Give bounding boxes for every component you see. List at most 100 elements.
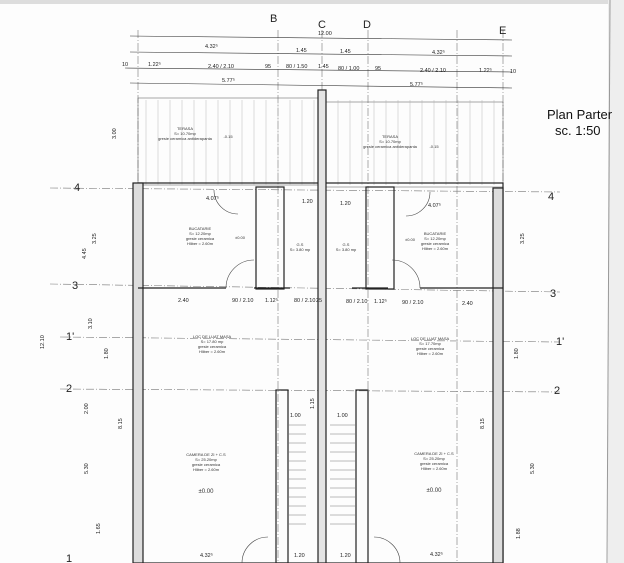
- label-text: S= 3.80 mp: [290, 247, 311, 252]
- walls: [132, 89, 504, 563]
- room-terasa-left: TERASA: [177, 126, 193, 131]
- axis-1p-right: 1': [556, 336, 564, 348]
- dim: 5.77⁵: [222, 77, 235, 84]
- pergola-slats: [145, 100, 495, 185]
- label-text: S= 25.20mp: [195, 457, 217, 462]
- axis-1p-left: 1': [66, 331, 74, 343]
- dim-right-180: 1.80: [514, 348, 520, 359]
- axis-b: B: [270, 13, 277, 25]
- dim-left-310: 3.10: [88, 318, 94, 329]
- label-text: 3.25: [92, 233, 98, 244]
- room-bucatarie-right: BUCATARIE: [424, 231, 447, 236]
- dim: 1.45: [318, 64, 329, 70]
- room-gs-left: G.S: [297, 242, 304, 247]
- room-bucatarie-left: BUCATARIE: [189, 226, 212, 231]
- paper-edge-line: [606, 0, 611, 563]
- axis-c: C: [318, 19, 326, 31]
- axis-1-left: 1: [66, 553, 72, 563]
- staircase: [288, 424, 356, 525]
- dim: 95: [375, 66, 381, 72]
- label-text: 3.25: [520, 233, 526, 244]
- label-text: Hliber = 2.60m: [187, 241, 214, 246]
- axis-e: E: [499, 25, 506, 37]
- dim: 2.40 / 2.10: [420, 68, 446, 74]
- dim: 1.22⁵: [148, 61, 161, 68]
- label-text: gresie ceramica: [192, 462, 221, 467]
- label-text: 5.30: [530, 463, 536, 474]
- label-text: Hliber = 2.60m: [421, 466, 448, 471]
- label-text: -0.15: [429, 144, 439, 149]
- dim-stairs-landing: 1.15: [310, 398, 316, 409]
- label-text: 5.30: [84, 463, 90, 474]
- dim: 1.22⁵: [479, 67, 492, 74]
- label-text: S= 10.70mp: [379, 139, 401, 144]
- label-text: 12.10: [40, 335, 46, 349]
- label-text: gresie ceramica: [416, 346, 445, 351]
- axis-labels: B C D E 4 4 3 3 1' 1' 2 2 1: [66, 13, 564, 563]
- label-text: gresie ceramica antiderapanta: [363, 144, 418, 149]
- dim-left-180: 1.80: [104, 348, 110, 359]
- axis-4-right: 4: [548, 191, 554, 203]
- scan-edge: [0, 0, 624, 4]
- paper-fold: [608, 0, 624, 563]
- dim-right-188: 1.88: [516, 528, 522, 539]
- label-text: 80 / 2.10: [294, 298, 315, 304]
- label-text: 2.40: [178, 298, 189, 304]
- room-masa-left: LOC DE LUAT MASA: [193, 334, 232, 339]
- label-text: S= 12.20mp: [189, 231, 211, 236]
- label-text: S= 25.20mp: [423, 456, 445, 461]
- dim: 95: [265, 64, 271, 70]
- dim: 2.40 / 2.10: [208, 64, 234, 70]
- dim: 80 / 1.00: [338, 66, 359, 72]
- axis-2-right: 2: [554, 385, 560, 397]
- label-text: gresie ceramica: [420, 461, 449, 466]
- label-text: gresie ceramica: [421, 241, 450, 246]
- label-text: 4.07⁵: [206, 195, 219, 202]
- room-labels: TERASA S= 10.70mp gresie ceramica antide…: [158, 126, 454, 495]
- room-camera-right: CAMERA DE ZI + C.S: [414, 451, 454, 456]
- room-masa-right: LOC DE LUAT MASA: [411, 336, 450, 341]
- dim-total: 12.00: [318, 31, 332, 37]
- dim: 4.32⁵: [205, 43, 218, 50]
- label-text: 1.20: [302, 199, 313, 205]
- label-text: gresie ceramica: [198, 344, 227, 349]
- label-text: 90 / 2.10: [402, 300, 423, 306]
- label-text: 4.32⁵: [430, 551, 443, 558]
- room-gs-right: G.S: [343, 242, 350, 247]
- door-swings: [213, 189, 431, 563]
- dim: 4.32⁵: [432, 49, 445, 56]
- label-text: Hliber = 2.60m: [193, 467, 220, 472]
- label-text: 1.12⁵: [265, 297, 278, 304]
- plan-title: Plan Parter: [547, 107, 613, 122]
- dimension-lines-top: [124, 35, 513, 89]
- dim: 1.45: [340, 49, 351, 55]
- label-text: 2.00: [84, 403, 90, 414]
- label-text: S= 17.80 mp: [201, 339, 225, 344]
- label-text: gresie ceramica: [186, 236, 215, 241]
- dim: 1.45: [296, 48, 307, 54]
- label-text: ±0.00: [427, 488, 443, 494]
- axis-d: D: [363, 19, 371, 31]
- label-text: 4.45: [82, 248, 88, 259]
- room-camera-left: CAMERA DE ZI + C.S: [186, 452, 226, 457]
- dim: 80 / 1.50: [286, 64, 307, 70]
- dimension-texts-interior: 4.07⁵ 1.20 1.20 4.07⁵ 2.40 90 / 2.10 1.1…: [40, 195, 536, 559]
- label-text: ±0.00: [199, 489, 215, 495]
- label-text: 90 / 2.10: [232, 298, 253, 304]
- plan-scale: sc. 1:50: [555, 123, 601, 138]
- label-text: Hliber = 2.60m: [417, 351, 444, 356]
- dim: 10: [510, 69, 516, 75]
- label-text: Hliber = 2.60m: [422, 246, 449, 251]
- label-text: S= 17.70mp: [419, 341, 441, 346]
- label-text: 1.00: [290, 413, 301, 419]
- label-text: S= 12.20mp: [424, 236, 446, 241]
- dim: 5.77⁵: [410, 81, 423, 88]
- label-text: 4.07⁵: [428, 202, 441, 209]
- label-text: 8.15: [480, 418, 486, 429]
- label-text: ±0.00: [235, 235, 246, 240]
- dim: 3.00: [112, 128, 118, 139]
- dimension-texts-top: 12.00 4.32⁵ 1.45 1.45 4.32⁵ 10 1.22⁵ 2.4…: [112, 31, 516, 139]
- label-text: 1.20: [340, 201, 351, 207]
